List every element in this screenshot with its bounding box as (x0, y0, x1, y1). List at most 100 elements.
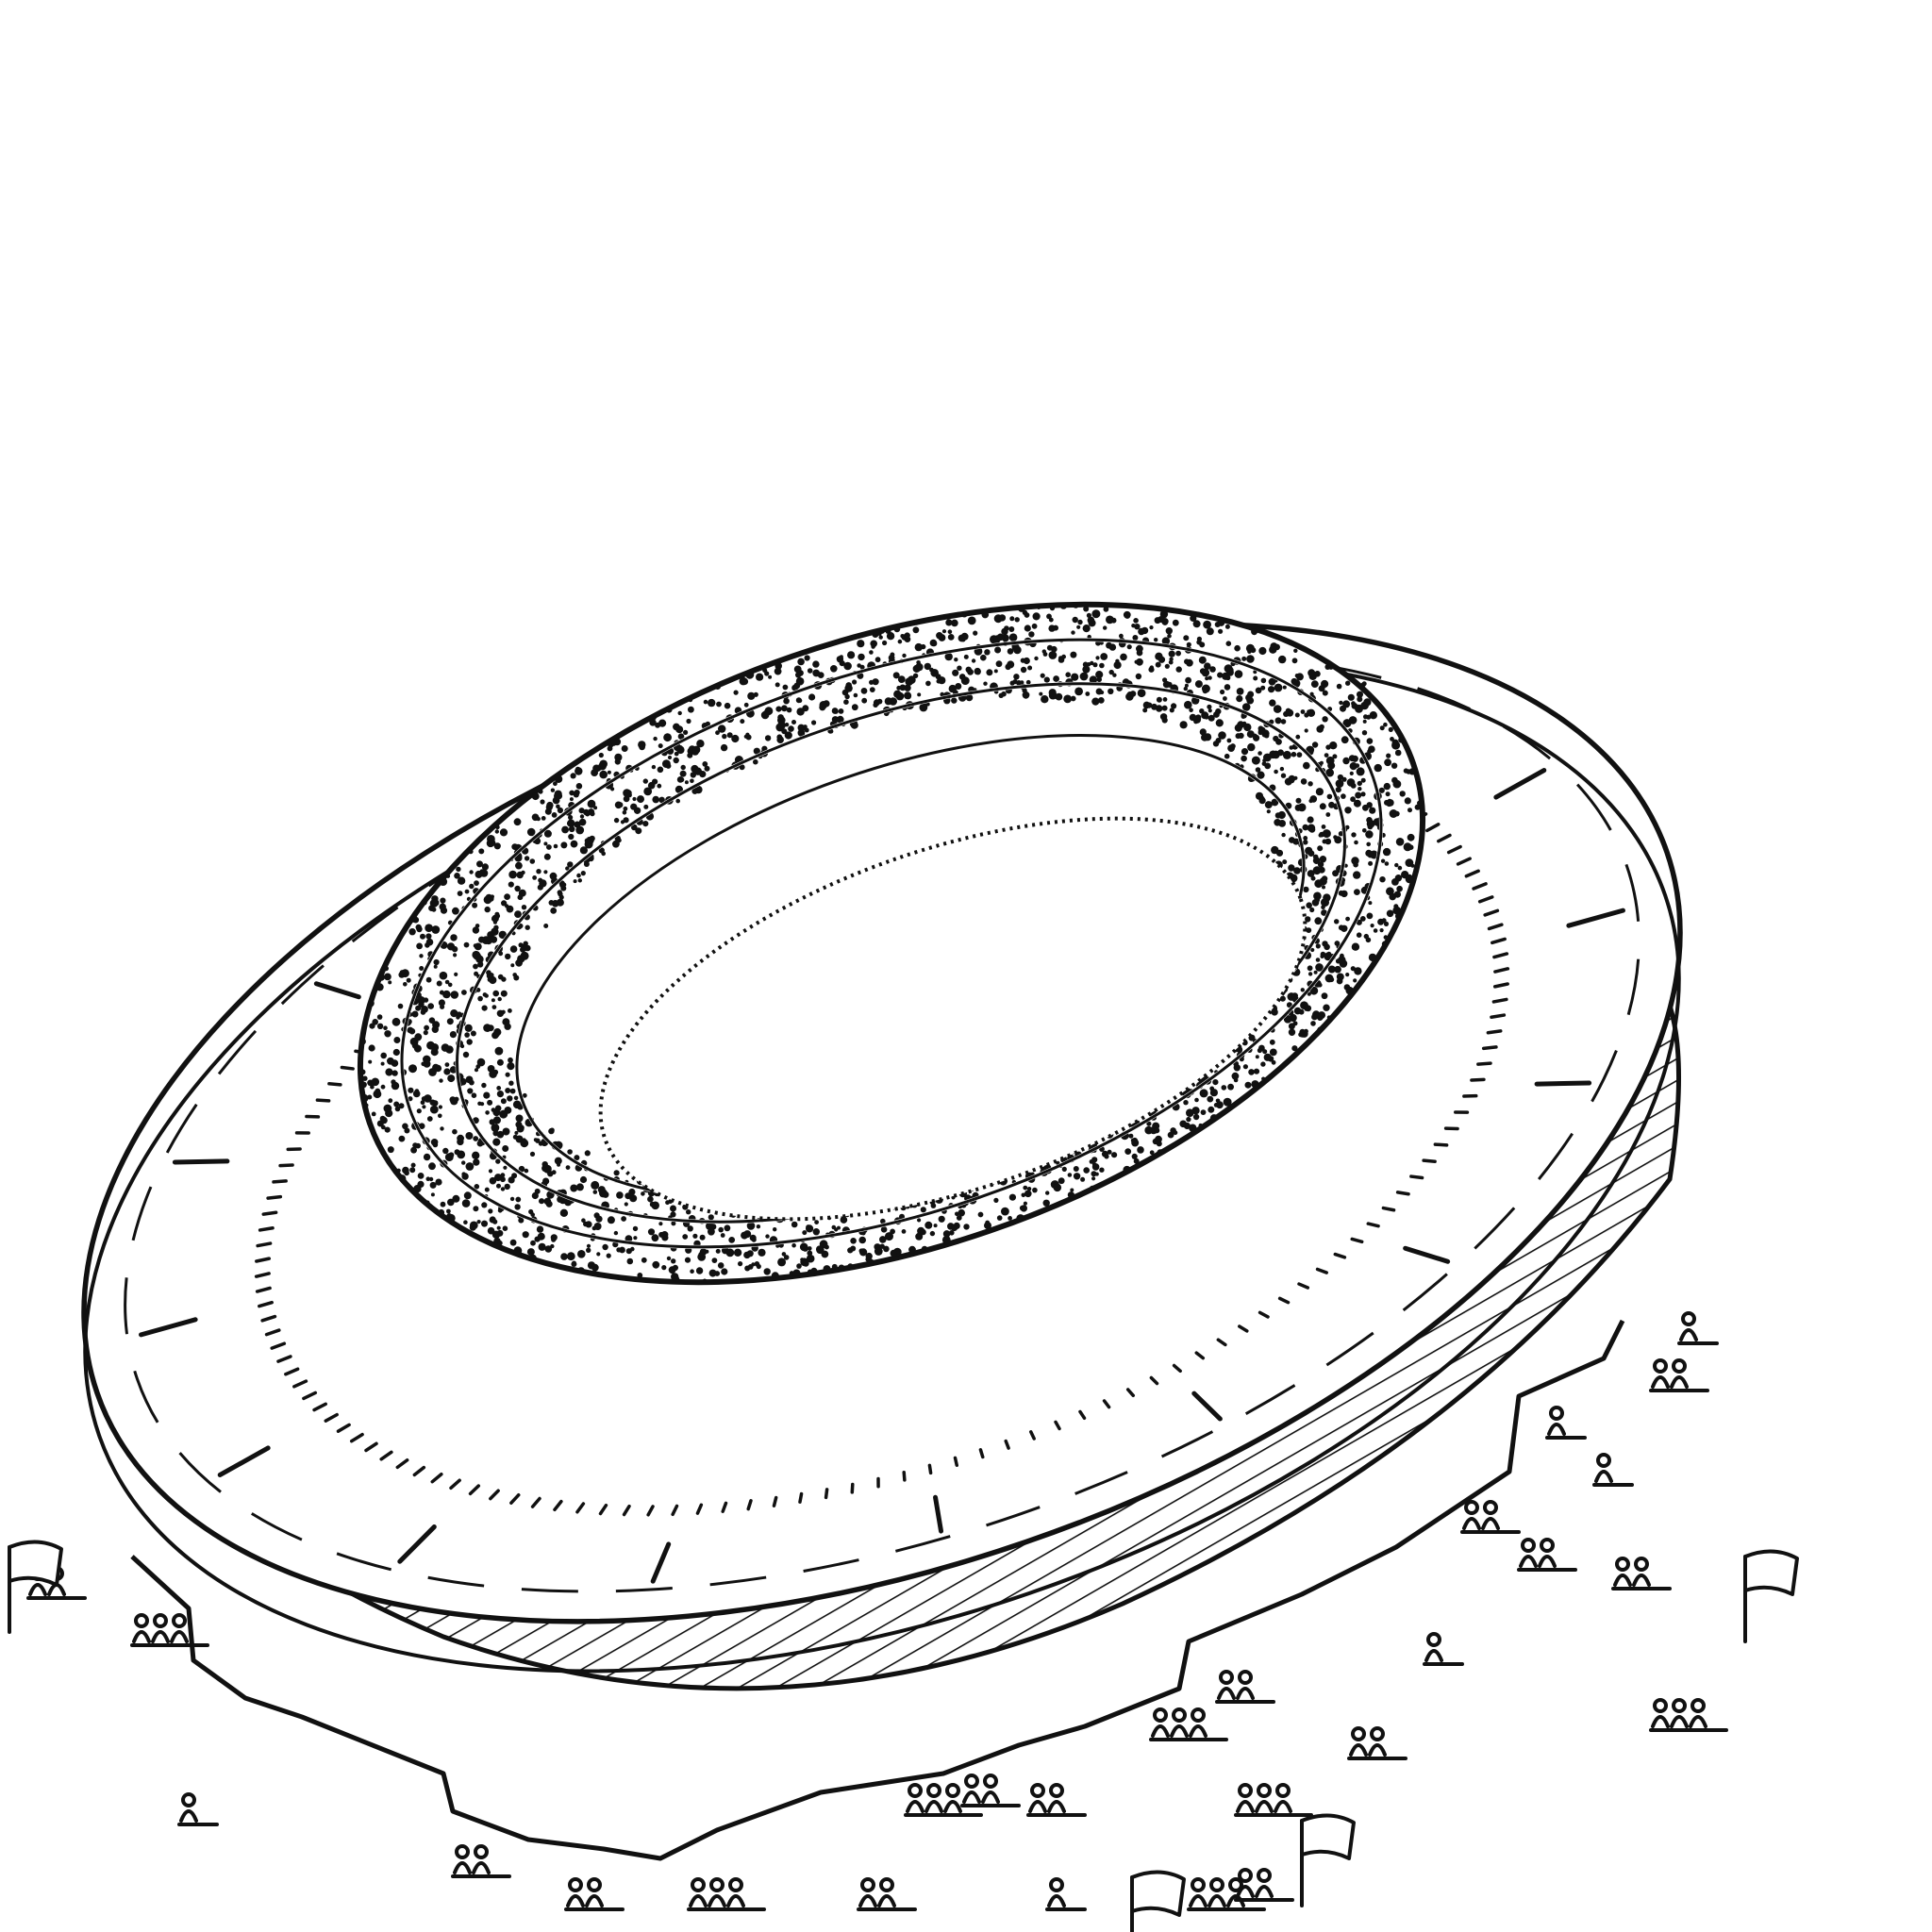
crowd-dot (1205, 676, 1209, 681)
roof-dash (258, 1300, 274, 1308)
roof-dash (364, 1441, 378, 1453)
crowd-dot (1039, 691, 1043, 696)
crowd-dot (494, 1046, 504, 1056)
crowd-dot (1294, 712, 1300, 718)
crowd-dot (1286, 1002, 1292, 1008)
crowd-dot (1194, 680, 1203, 689)
crowd-dot (725, 1248, 735, 1257)
roof-dash (1446, 844, 1462, 855)
crowd-dot (446, 1213, 453, 1219)
crowd-dot (1257, 725, 1264, 732)
crowd-dot (587, 837, 591, 841)
crowd-dot (948, 684, 957, 693)
crowd-dot (540, 799, 545, 805)
crowd-dot (739, 764, 745, 771)
crowd-dot (493, 924, 499, 930)
crowd-dot (631, 824, 638, 831)
crowd-dot (546, 844, 552, 850)
crowd-dot (376, 1120, 384, 1127)
crowd-dot (630, 803, 638, 810)
crowd-dot (1278, 655, 1287, 664)
crowd-dot (783, 1255, 790, 1260)
crowd-dot (938, 1215, 945, 1223)
crowd-dot (1028, 631, 1035, 638)
crowd-dot (434, 1064, 442, 1073)
crowd-dot (1391, 878, 1399, 886)
crowd-dot (1158, 656, 1166, 663)
crowd-dot (1281, 832, 1286, 838)
crowd-dot (1264, 801, 1273, 809)
crowd-dot (1367, 851, 1374, 858)
crowd-dot (371, 1077, 380, 1087)
crowd-dot (577, 878, 582, 883)
crowd-dot (1282, 685, 1287, 690)
crowd-dot (493, 842, 501, 850)
crowd-dot (1357, 787, 1362, 791)
crowd-dot (1141, 626, 1149, 635)
crowd-dot (1169, 708, 1174, 713)
crowd-dot (951, 1224, 958, 1232)
crowd-dot (470, 1030, 476, 1037)
crowd-dot (807, 1250, 813, 1257)
crowd-dot (1137, 689, 1146, 698)
crowd-dot (702, 761, 708, 767)
crowd-dot (1244, 1081, 1252, 1089)
crowd-dot (560, 841, 568, 849)
crowd-dot (491, 917, 496, 922)
crowd-dot (398, 1103, 405, 1109)
crowd-dot (1186, 1116, 1191, 1123)
crowd-dot (1351, 755, 1358, 762)
crowd-dot (1394, 862, 1399, 868)
crowd-dot (1342, 700, 1351, 708)
crowd-dot (965, 693, 974, 702)
crowd-dot (489, 1176, 497, 1185)
crowd-dot (556, 804, 560, 809)
crowd-dot (1061, 654, 1066, 659)
crowd-dot (904, 632, 910, 639)
crowd-dot (474, 1068, 479, 1073)
crowd-dot (625, 790, 632, 797)
crowd-dot (1251, 1080, 1259, 1089)
crowd-dot (1061, 1166, 1067, 1172)
roof-dash (1492, 952, 1509, 959)
spectator-group (1545, 1406, 1587, 1440)
crowd-dot (385, 1111, 391, 1117)
crowd-dot (1004, 625, 1009, 631)
crowd-dot (1350, 796, 1356, 803)
crowd-dot (781, 728, 788, 735)
crowd-dot (883, 1245, 890, 1253)
crowd-dot (568, 814, 574, 821)
crowd-dot (1111, 1152, 1118, 1158)
crowd-dot (1385, 791, 1391, 797)
crowd-dot (1247, 691, 1255, 698)
crowd-dot (530, 1240, 536, 1246)
crowd-dot (779, 1260, 785, 1266)
crowd-dot (718, 1226, 724, 1233)
crowd-dot (1234, 644, 1241, 652)
crowd-dot (963, 654, 969, 659)
crowd-dot (1351, 942, 1360, 951)
crowd-dot (754, 1261, 760, 1267)
crowd-dot (716, 701, 722, 708)
crowd-dot (960, 632, 969, 641)
crowd-dot (812, 669, 821, 677)
crowd-dot (599, 770, 608, 779)
crowd-dot (1128, 1133, 1134, 1139)
crowd-dot (573, 879, 577, 884)
crowd-dot (1257, 1047, 1262, 1054)
crowd-dot (396, 1168, 401, 1174)
crowd-dot (461, 1173, 469, 1180)
crowd-dot (1319, 803, 1326, 810)
flag (1743, 1549, 1799, 1643)
crowd-dot (584, 1150, 591, 1157)
crowd-dot (808, 1246, 812, 1251)
crowd-dot (1357, 780, 1363, 787)
crowd-dot (1313, 891, 1322, 901)
crowd-dot (746, 1222, 756, 1230)
crowd-dot (781, 705, 788, 712)
crowd-dot (1251, 628, 1258, 636)
crowd-dot (1067, 1173, 1073, 1177)
crowd-dot (430, 1139, 439, 1146)
spectator-group (130, 1613, 209, 1647)
